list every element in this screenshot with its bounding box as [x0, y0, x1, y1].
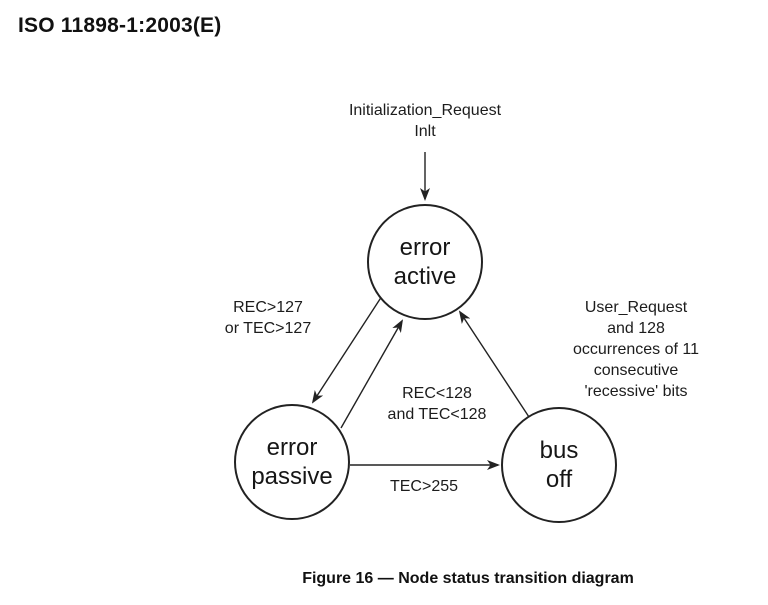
arrow-error-passive-to-error-active: [340, 319, 403, 429]
state-label-bus-off: bus off: [539, 437, 579, 493]
figure-caption: Figure 16 — Node status transition diagr…: [302, 570, 634, 587]
state-label-error-active: error active: [393, 234, 457, 290]
transition-label-tec-greater-255: TEC>255: [389, 478, 459, 495]
state-circle-error-passive: [234, 404, 350, 520]
arrow-bus-off-to-error-active: [458, 310, 530, 418]
transition-label-rec-tec-greater-127: REC>127 or TEC>127: [224, 299, 312, 337]
arrow-error-active-to-error-passive: [311, 295, 383, 404]
transition-label-rec-tec-less-128: REC<128 and TEC<128: [387, 385, 487, 423]
transition-label-user-request: User_Request and 128 occurrences of 11 c…: [573, 299, 699, 400]
state-label-error-passive: error passive: [251, 434, 333, 490]
document-header: ISO 11898-1:2003(E): [18, 14, 222, 37]
state-circle-error-active: [367, 204, 483, 320]
state-circle-bus-off: [501, 407, 617, 523]
transition-label-initialization-request: Initialization_Request Inlt: [348, 102, 502, 140]
